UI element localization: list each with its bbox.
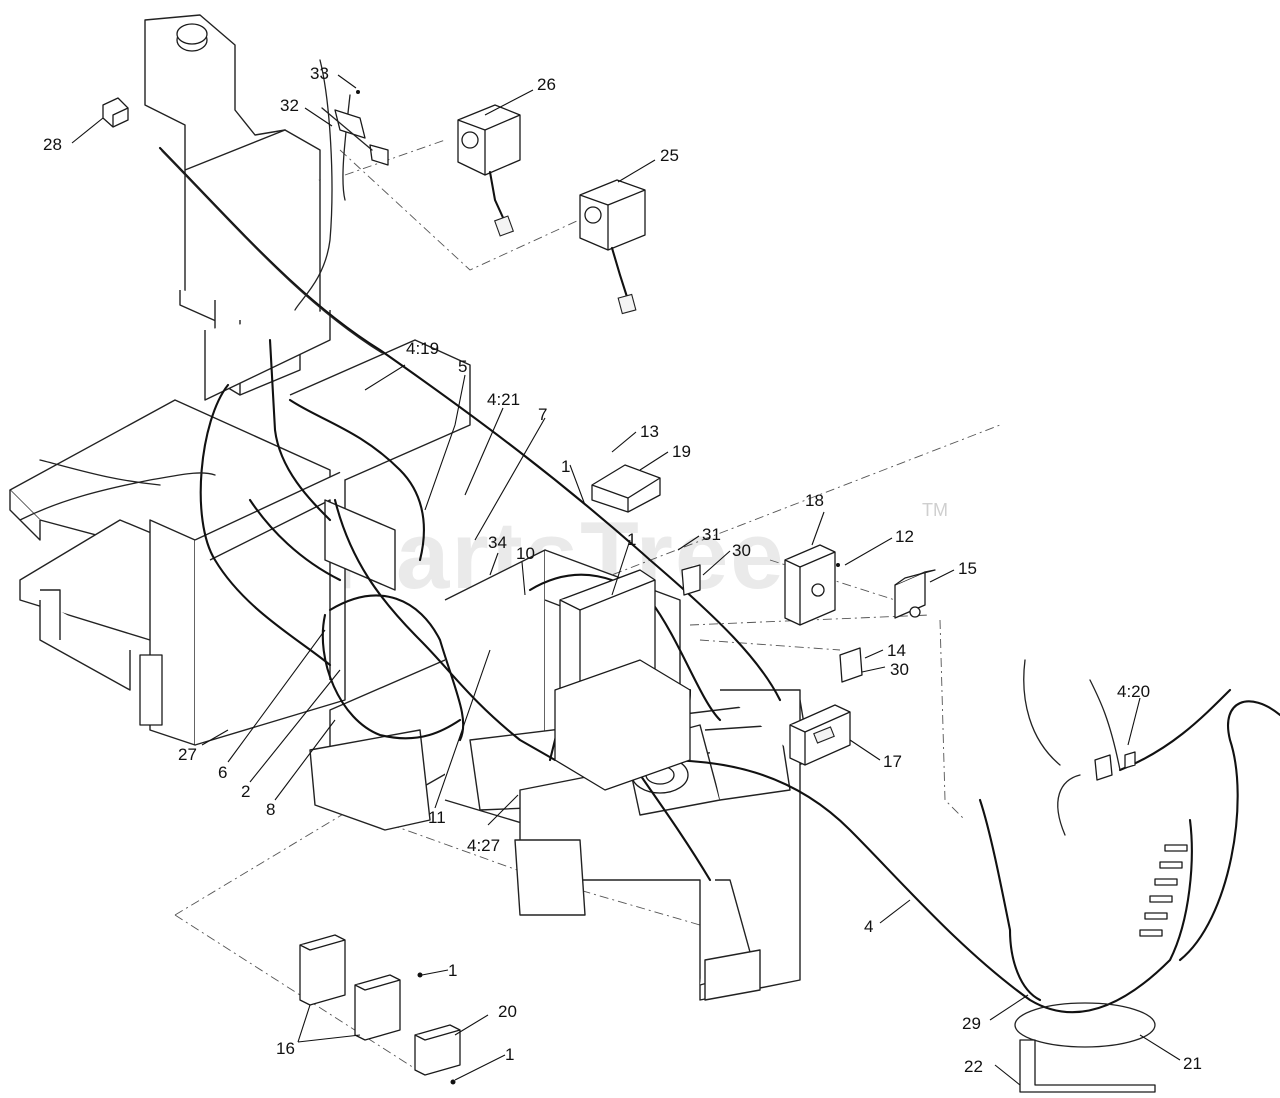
callout-17: 17 (883, 752, 902, 771)
central-control-module (554, 569, 691, 791)
callout-18: 18 (805, 491, 824, 510)
callout-30-a: 30 (732, 541, 751, 560)
part-32-switch-bracket (321, 90, 389, 166)
callout-32: 32 (280, 96, 299, 115)
callout-29: 29 (962, 1014, 981, 1033)
callout-26: 26 (537, 75, 556, 94)
chassis-frame (9, 310, 811, 1001)
callout-1-b: 1 (627, 530, 636, 549)
part-17-switch (789, 704, 851, 766)
callout-12: 12 (895, 527, 914, 546)
part-20-bracket (414, 1024, 461, 1076)
callout-31: 31 (702, 525, 721, 544)
callout-4-20: 4:20 (1117, 682, 1150, 701)
part-16-brackets (299, 934, 401, 1041)
callout-1-c: 1 (448, 961, 457, 980)
callout-13: 13 (640, 422, 659, 441)
callout-1-a: 1 (561, 457, 570, 476)
callout-19: 19 (672, 442, 691, 461)
part-30-relay-second (839, 647, 863, 683)
callout-28: 28 (43, 135, 62, 154)
part-15-connector (894, 569, 936, 619)
callout-labels: 33 32 28 26 25 4:19 5 4:21 7 13 19 1 18 … (43, 64, 1202, 1076)
part-25-solenoid (579, 179, 646, 315)
callout-22: 22 (964, 1057, 983, 1076)
part-21-connector-ladder (1139, 844, 1188, 937)
callout-15: 15 (958, 559, 977, 578)
callout-6: 6 (218, 763, 227, 782)
part-18-fuse-block (784, 544, 836, 626)
callout-7: 7 (538, 405, 547, 424)
callout-16: 16 (276, 1039, 295, 1058)
callout-33: 33 (310, 64, 329, 83)
callout-30-b: 30 (890, 660, 909, 679)
callout-20: 20 (498, 1002, 517, 1021)
callout-25: 25 (660, 146, 679, 165)
trademark-mark: TM (922, 500, 948, 520)
part-22-rod (1014, 1002, 1156, 1093)
callout-4-19: 4:19 (406, 339, 439, 358)
callout-34: 34 (488, 533, 507, 552)
part-30-relay (681, 564, 701, 596)
callout-4: 4 (864, 917, 873, 936)
part-26-solenoid (457, 104, 521, 237)
callout-1-d: 1 (505, 1045, 514, 1064)
leader-lines (71, 74, 1181, 1086)
part-28-sensor (102, 97, 129, 128)
callout-4-27: 4:27 (467, 836, 500, 855)
callout-21: 21 (1183, 1054, 1202, 1073)
callout-14: 14 (887, 641, 906, 660)
callout-5: 5 (458, 357, 467, 376)
callout-8: 8 (266, 800, 275, 819)
callout-27: 27 (178, 745, 197, 764)
part-4-20-connector (1094, 751, 1136, 781)
part-19-module (591, 464, 661, 513)
callout-4-21: 4:21 (487, 390, 520, 409)
callout-2: 2 (241, 782, 250, 801)
callout-10: 10 (516, 544, 535, 563)
callout-11: 11 (428, 808, 446, 827)
